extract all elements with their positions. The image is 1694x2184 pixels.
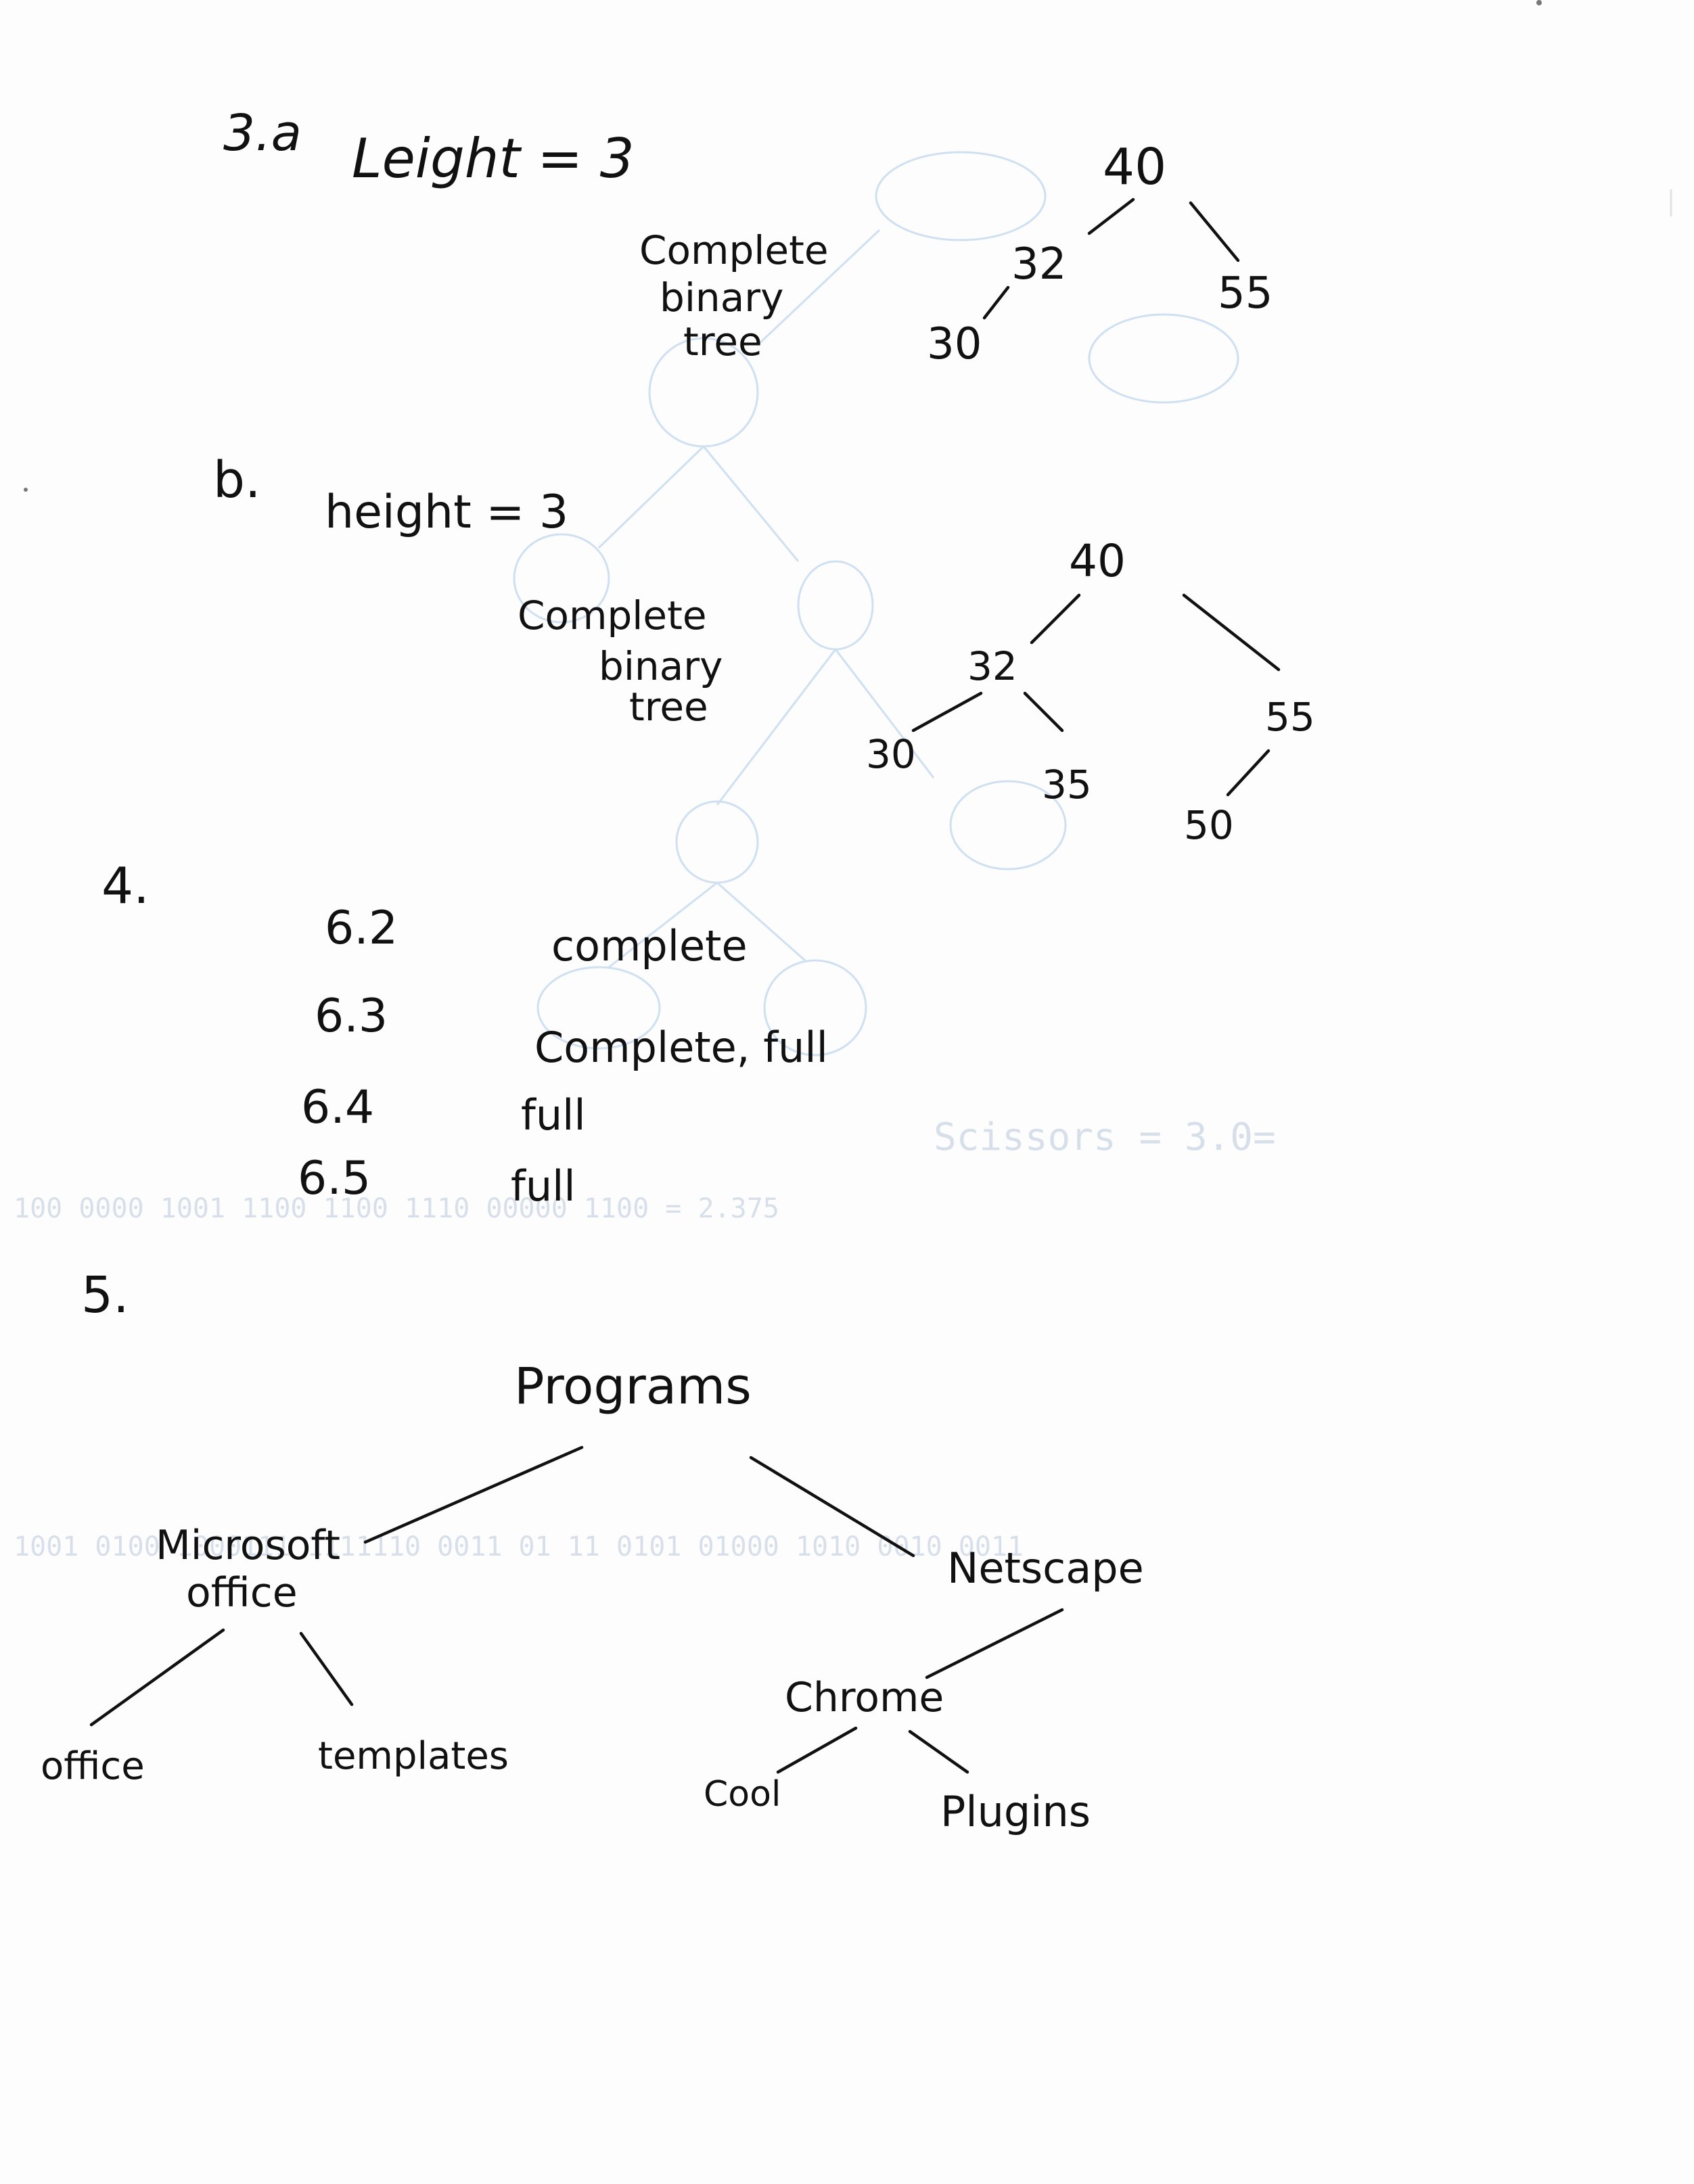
tree-node: 30 [927, 319, 982, 369]
note-line: binary [599, 643, 723, 689]
tree-edge [908, 1729, 969, 1774]
question-label: b. [213, 451, 261, 509]
tree-edge [749, 1456, 915, 1558]
item-number: 6.4 [301, 1081, 374, 1134]
tree-node: office [186, 1569, 298, 1617]
tree-node: templates [318, 1734, 509, 1778]
tree-diagram: 40 32 55 30 35 50 [866, 535, 1315, 848]
tree-edge [89, 1628, 225, 1727]
tree-node: Netscape [947, 1543, 1144, 1593]
item-answer: full [511, 1161, 576, 1211]
tree-node: 32 [967, 643, 1017, 689]
tree-node: office [41, 1744, 145, 1788]
question-3a: 3.a Leight = 3 Complete binary tree 40 3… [223, 104, 1273, 369]
svg-text:Scissors = 3.0=: Scissors = 3.0= [934, 1115, 1276, 1159]
tree-node: 50 [1184, 802, 1234, 848]
tree-node: 55 [1265, 694, 1315, 740]
tree-edge [776, 1726, 858, 1774]
tree-edge [982, 285, 1010, 320]
item-answer: full [521, 1090, 586, 1140]
note-line: Complete [518, 593, 707, 638]
question-3b: b. height = 3 Complete binary tree 40 32… [213, 451, 1315, 848]
tree-node: 30 [866, 731, 916, 777]
tree-edge [911, 691, 983, 733]
question-5: 5. Programs Microsoft office Netscape of… [41, 1266, 1144, 1836]
item-answer: Complete, full [534, 1023, 828, 1072]
svg-text:1001 0100 1000111 1111110 0011: 1001 0100 1000111 1111110 0011 01 11 010… [14, 1531, 1024, 1562]
tree-edge [1182, 593, 1281, 672]
item-number: 6.5 [298, 1152, 371, 1205]
item-number: 6.2 [325, 902, 398, 955]
tree-diagram: Programs Microsoft office Netscape offic… [41, 1357, 1144, 1836]
note-line: binary [660, 275, 783, 321]
tree-edge [1030, 593, 1081, 645]
bleed-through: 100 0000 1001 1100 1100 1110 00000 1100 … [14, 151, 1276, 1562]
tree-node: 40 [1103, 138, 1166, 196]
tree-node: Chrome [785, 1674, 944, 1721]
tree-diagram: 40 32 55 30 [927, 138, 1273, 369]
tree-node: Microsoft [156, 1522, 340, 1569]
note-line: tree [629, 684, 708, 730]
tree-edge [1189, 201, 1240, 262]
note-line: tree [683, 319, 762, 365]
note-line: Complete [639, 227, 829, 273]
scan-speck [1536, 0, 1542, 5]
item-number: 6.3 [315, 990, 388, 1043]
question-label: 3.a [223, 104, 302, 162]
answer-row: 6.4 full [301, 1081, 586, 1140]
tree-node: Programs [514, 1357, 752, 1416]
tree-node: Plugins [940, 1787, 1091, 1836]
tree-node: 32 [1011, 239, 1066, 289]
tree-edge [1023, 691, 1064, 733]
height-answer: height = 3 [325, 486, 568, 539]
tree-node: 35 [1042, 762, 1092, 808]
tree-edge [1087, 198, 1135, 235]
svg-text:100 0000 1001 1100 1100 1110 0: 100 0000 1001 1100 1100 1110 00000 1100 … [14, 1193, 779, 1224]
tree-edge [925, 1608, 1064, 1679]
tree-edge [1226, 749, 1270, 797]
question-label: 5. [81, 1266, 129, 1324]
question-label: 4. [101, 857, 150, 915]
height-answer: Leight = 3 [352, 127, 635, 190]
tree-node: 40 [1069, 535, 1126, 587]
item-answer: complete [551, 921, 748, 971]
answer-row: 6.3 Complete, full [315, 990, 828, 1072]
answer-row: 6.5 full [298, 1152, 576, 1211]
tree-edge [299, 1631, 354, 1706]
scan-speck [24, 488, 28, 492]
answer-row: 6.2 complete [325, 902, 748, 971]
tree-edge [363, 1445, 584, 1544]
tree-node: Cool [704, 1774, 781, 1815]
tree-node: 55 [1218, 269, 1273, 319]
question-4: 4. 6.2 complete 6.3 Complete, full 6.4 f… [101, 857, 828, 1211]
